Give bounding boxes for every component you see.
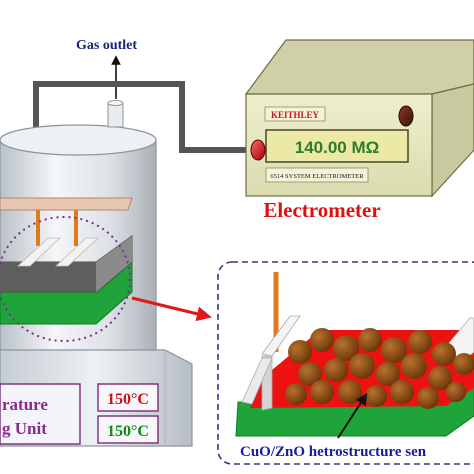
- zoom-arrow: [131, 296, 212, 322]
- reading-display: [265, 129, 409, 163]
- electrometer-device: KEITHLEY 140.00 MΩ 6514 SYSTEM ELECTROME…: [244, 39, 474, 198]
- sensor-caption: CuO/ZnO hetrostructure sen: [240, 444, 427, 460]
- gas-outlet-label: Gas outlet: [76, 38, 137, 53]
- electrometer-label: Electrometer: [263, 198, 380, 222]
- gas-outlet-pipe: [107, 102, 124, 128]
- resistance-reading: 140.00 MΩ: [295, 138, 380, 157]
- cuo-nanoparticles: [285, 328, 474, 409]
- heating-unit: rature g Unit 150°C 150°C: [0, 349, 193, 447]
- brand-label-box: [264, 106, 326, 122]
- wire-chamber-to-electrometer: [33, 81, 258, 178]
- sensor-pointer-arrow: [337, 392, 368, 439]
- temperature-display-top: [97, 383, 159, 412]
- model-label-box: [265, 167, 369, 183]
- sample-holder: [0, 197, 133, 342]
- input-jack-brown: [398, 105, 414, 127]
- heating-unit-label-line2: g Unit: [2, 419, 47, 438]
- temperature-display-bottom: [97, 415, 159, 444]
- heating-unit-label-box: [0, 383, 81, 445]
- temperature-bottom-value: 150°C: [107, 423, 149, 440]
- heating-unit-label-line1: rature: [2, 395, 48, 414]
- temperature-top-value: 150°C: [107, 391, 149, 408]
- brand-label: KEITHLEY: [271, 110, 320, 120]
- sensor-highlight-ellipse: [0, 216, 131, 342]
- model-label: 6514 SYSTEM ELECTROMETER: [270, 173, 364, 180]
- input-jack-red: [250, 139, 266, 161]
- sensor-zoom-panel: CuO/ZnO hetrostructure sen: [217, 261, 474, 465]
